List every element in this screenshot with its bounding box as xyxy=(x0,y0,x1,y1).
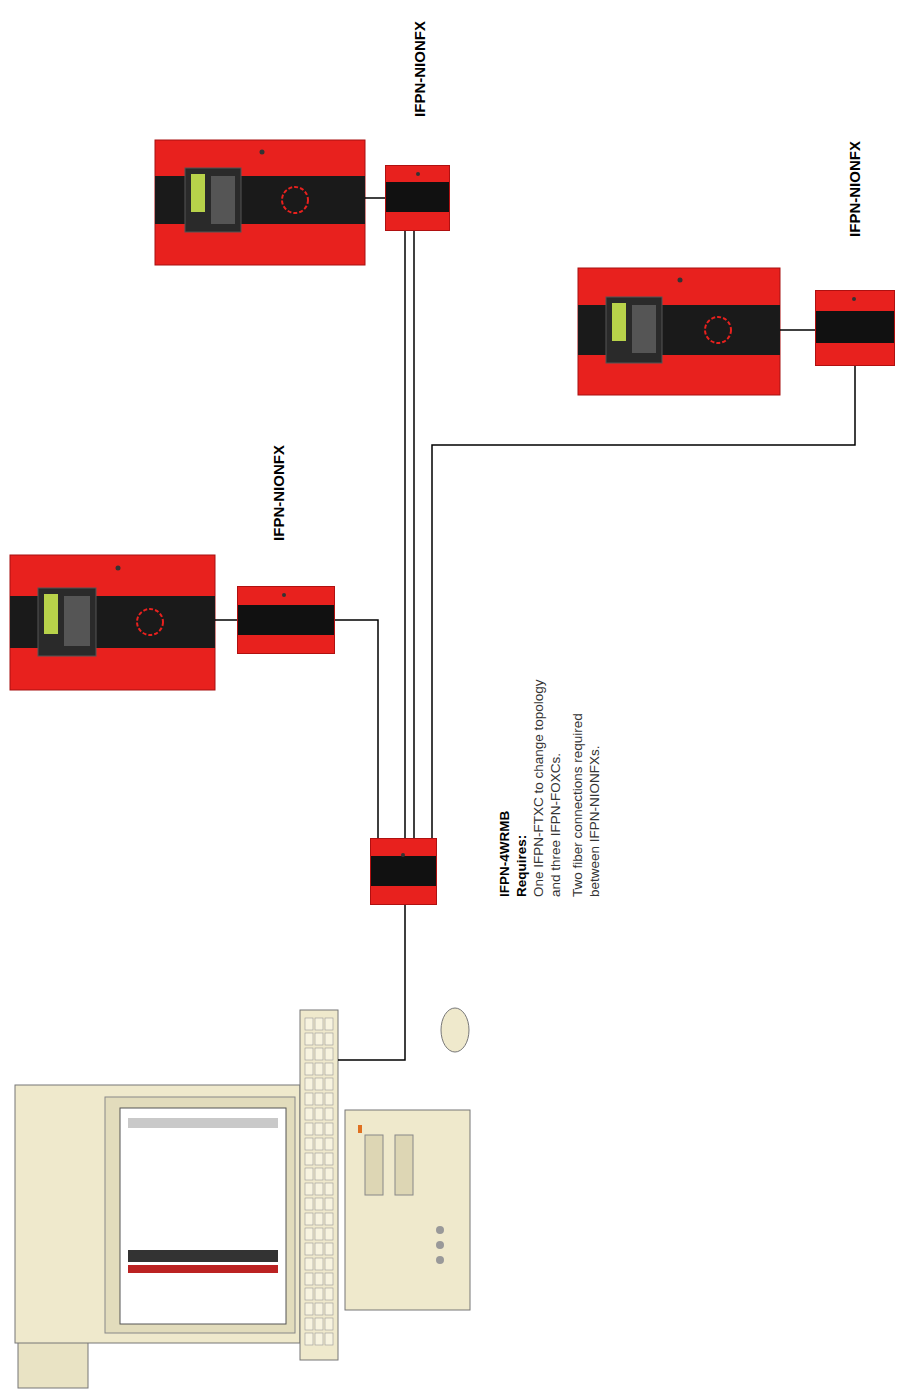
screw xyxy=(416,172,420,176)
fiber-connection xyxy=(432,366,855,838)
connector-line xyxy=(335,620,378,838)
note-block: IFPN-4WRMBRequires:One IFPN-FTXC to chan… xyxy=(496,665,603,897)
note-heading: Requires: xyxy=(513,665,530,897)
note-text: One IFPN-FTXC to change topology and thr… xyxy=(530,665,564,897)
screw xyxy=(852,297,856,301)
fire-panel xyxy=(578,268,815,395)
fire-panel xyxy=(10,555,237,690)
fire-panel xyxy=(155,140,385,265)
black-band xyxy=(371,856,436,886)
network-module: IFPN-NIONFX xyxy=(815,290,895,366)
part-name: IFPN-NIONFX xyxy=(846,141,863,237)
computer xyxy=(15,905,470,1388)
connector-line xyxy=(413,231,415,838)
part-name: IFPN-NIONFX xyxy=(411,21,428,117)
screw xyxy=(401,853,405,857)
part-name: IFPN-4WRMB xyxy=(496,665,513,897)
black-band xyxy=(386,182,449,212)
network-module: IFPN-NIONFX xyxy=(385,165,450,231)
note-text: Two fiber connections required between I… xyxy=(569,665,603,897)
fiber-connection xyxy=(405,231,406,838)
fiber-connection xyxy=(414,231,415,838)
network-module: IFPN-NIONFX xyxy=(237,586,335,654)
black-band xyxy=(238,605,334,635)
black-band xyxy=(816,311,894,343)
fiber-connection xyxy=(335,620,378,838)
screw xyxy=(282,593,286,597)
connector-line xyxy=(432,366,855,838)
multiplexer-box: IFPN-4WRMBRequires:One IFPN-FTXC to chan… xyxy=(370,838,437,905)
connector-line xyxy=(404,231,406,838)
part-name: IFPN-NIONFX xyxy=(270,445,287,541)
